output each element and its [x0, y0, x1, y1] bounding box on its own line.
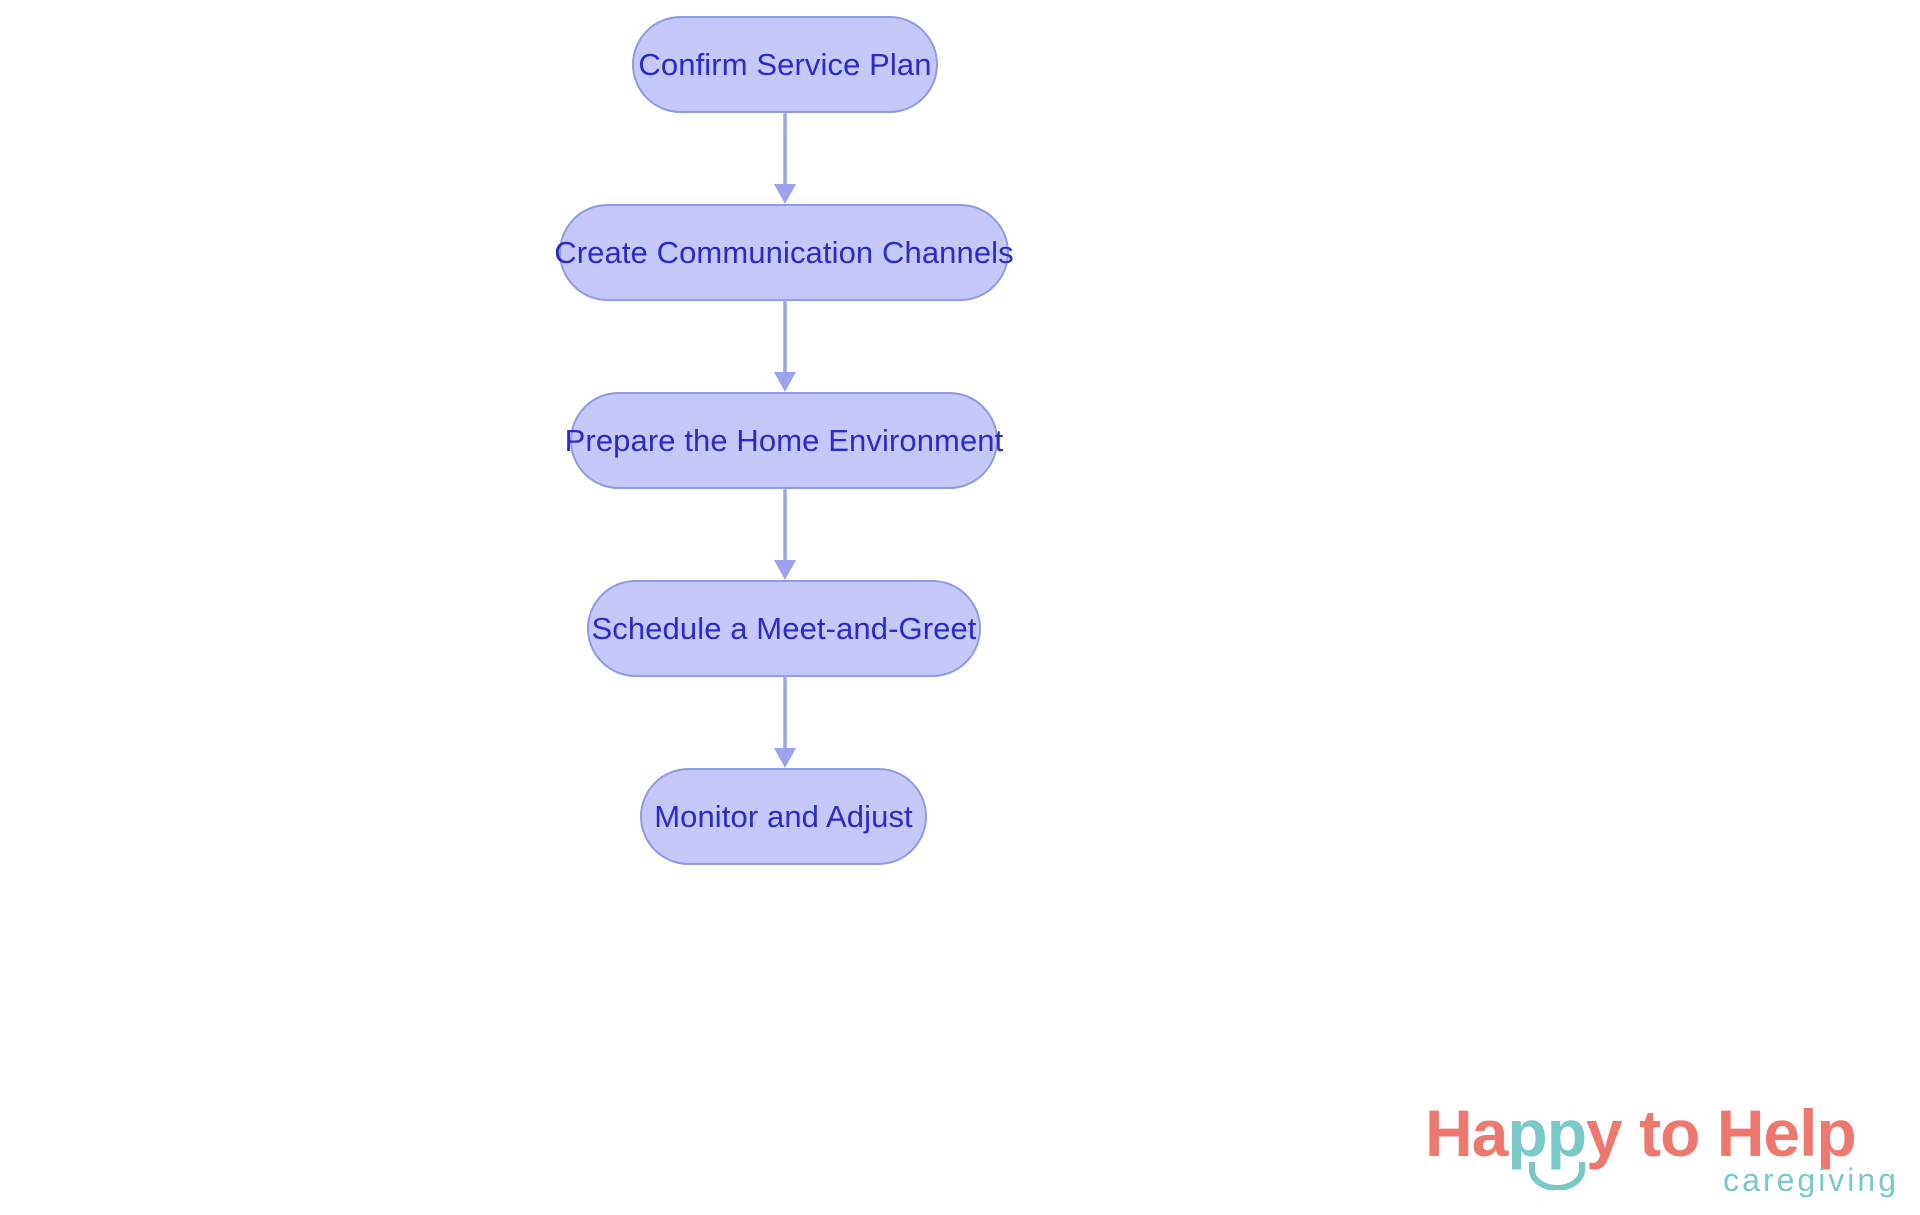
logo-letters-pp: pp [1507, 1096, 1587, 1170]
connector-arrow-1-to-2 [774, 112, 796, 204]
brand-logo: Happy to Help caregiving [1425, 1100, 1905, 1210]
flow-node-schedule-a-meet-and-greet[interactable]: Schedule a Meet-and-Greet [587, 580, 981, 677]
logo-letter-a: a [1471, 1096, 1509, 1170]
logo-text-to-help: to Help [1621, 1096, 1857, 1170]
flow-node-create-communication-channels[interactable]: Create Communication Channels [554, 204, 1014, 301]
logo-wordmark: Happy to Help [1425, 1100, 1857, 1166]
logo-letter-h: H [1425, 1096, 1473, 1170]
flow-node-monitor-and-adjust[interactable]: Monitor and Adjust [640, 768, 927, 865]
flow-node-label: Prepare the Home Environment [564, 422, 1004, 458]
flow-node-label: Monitor and Adjust [654, 798, 913, 834]
connector-arrow-3-to-4 [774, 488, 796, 580]
flow-node-label: Confirm Service Plan [638, 46, 932, 82]
connector-arrow-4-to-5 [774, 676, 796, 768]
flow-node-prepare-the-home-environment[interactable]: Prepare the Home Environment [565, 392, 1003, 489]
flow-node-confirm-service-plan[interactable]: Confirm Service Plan [632, 16, 938, 113]
connector-arrow-2-to-3 [774, 300, 796, 392]
smile-arc-icon [1529, 1162, 1585, 1190]
logo-tagline: caregiving [1723, 1162, 1899, 1198]
flow-node-label: Create Communication Channels [554, 234, 1014, 270]
flow-node-label: Schedule a Meet-and-Greet [591, 610, 977, 646]
logo-letter-y: y [1586, 1096, 1623, 1170]
